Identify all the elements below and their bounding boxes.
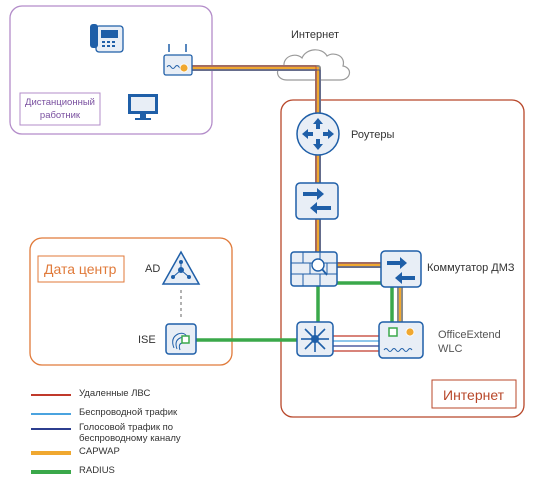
- legend-label: Голосовой трафик по беспроводному каналу: [79, 422, 181, 444]
- firewall-icon: [290, 251, 338, 287]
- legend-item: CAPWAP: [31, 446, 251, 460]
- core-switch-icon: [296, 321, 334, 357]
- dmz-switch-label: Коммутатор ДМЗ: [427, 262, 515, 274]
- legend-item: RADIUS: [31, 465, 251, 479]
- legend-label: Удаленные ЛВС: [79, 388, 151, 399]
- legend-label: RADIUS: [79, 465, 115, 476]
- cloud-icon: [277, 49, 350, 81]
- legend-swatch: [31, 428, 71, 430]
- routers-label: Роутеры: [351, 129, 395, 141]
- legend-item: Беспроводной трафик: [31, 407, 251, 421]
- datacenter-label-box: [37, 255, 125, 283]
- legend-label: CAPWAP: [79, 446, 120, 457]
- radius-path: [186, 281, 394, 342]
- fingerprint-icon: [165, 323, 197, 355]
- monitor-icon: [128, 94, 158, 120]
- legend-label: Беспроводной трафик: [79, 407, 178, 418]
- internet-zone-box: [280, 99, 525, 418]
- dmz-switch-icon: [380, 250, 422, 288]
- remote-worker-label-box: [19, 92, 101, 126]
- datacenter-label: Дата центр: [44, 261, 117, 277]
- legend-swatch: [31, 470, 71, 474]
- ad-label: AD: [145, 263, 161, 275]
- access-point-icon: [163, 44, 193, 76]
- legend-swatch: [31, 394, 71, 396]
- core-wlc-links: [332, 335, 382, 352]
- tunnel-path: [184, 65, 403, 330]
- internet-zone-label: Интернет: [443, 387, 505, 403]
- phone-icon: [90, 24, 124, 53]
- remote-worker-label: Дистанционный работник: [25, 97, 95, 121]
- officeextend-wlc-label: OfficeExtend WLC: [438, 329, 501, 355]
- datacenter-box: [29, 237, 233, 366]
- legend-item: Голосовой трафик по беспроводному каналу: [31, 422, 251, 444]
- legend-swatch: [31, 451, 71, 455]
- internet-zone-label-box: [431, 379, 517, 409]
- legend-item: Удаленные ЛВС: [31, 388, 251, 402]
- legend-swatch: [31, 413, 71, 415]
- switch-icon: [295, 182, 339, 220]
- internet-cloud-label: Интернет: [291, 29, 339, 41]
- directory-icon: [161, 250, 201, 285]
- ise-label: ISE: [138, 334, 156, 346]
- wlc-icon: [378, 321, 424, 359]
- router-icon: [296, 112, 340, 156]
